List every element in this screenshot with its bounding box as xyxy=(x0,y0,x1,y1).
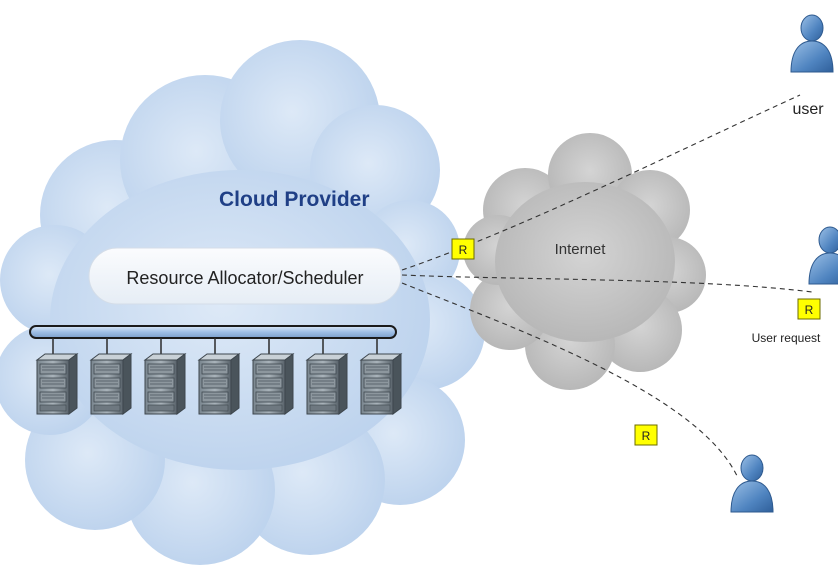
user-top: user xyxy=(790,14,834,118)
server-rack-icon xyxy=(306,353,348,415)
server-rack-icon xyxy=(144,353,186,415)
scheduler-label: Resource Allocator/Scheduler xyxy=(126,268,363,288)
server-rack-icon xyxy=(360,353,402,415)
user-top-label: user xyxy=(792,101,824,118)
user-icon xyxy=(790,14,834,73)
user-bottom xyxy=(730,454,774,513)
connection-lines xyxy=(401,94,813,479)
server-rack-icon xyxy=(36,353,78,415)
request-tag-near-middle-user: R xyxy=(797,298,821,320)
connection-line-bottom-user xyxy=(401,282,739,479)
internet-label: Internet xyxy=(555,241,607,258)
user-icon xyxy=(808,226,838,285)
request-tag-label: R xyxy=(459,243,468,257)
connection-line-top-user xyxy=(401,94,801,271)
cloud-provider-title: Cloud Provider xyxy=(219,188,370,211)
server-rack-icon xyxy=(90,353,132,415)
request-tag-label: R xyxy=(642,429,651,443)
request-tag-near-bottom-user: R xyxy=(634,424,658,446)
server-rack-icon xyxy=(252,353,294,415)
request-tag-near-provider: R xyxy=(451,238,475,260)
server-racks xyxy=(36,338,402,415)
user-middle-label: User request xyxy=(752,331,821,345)
request-tag-label: R xyxy=(805,303,814,317)
user-middle: User request xyxy=(752,226,838,345)
connection-line-middle-user xyxy=(401,274,813,293)
internet-cloud: Internet xyxy=(463,133,706,390)
resource-allocator-scheduler: Resource Allocator/Scheduler xyxy=(88,247,402,305)
server-rack-icon xyxy=(198,353,240,415)
network-bus xyxy=(29,325,397,339)
user-icon xyxy=(730,454,774,513)
